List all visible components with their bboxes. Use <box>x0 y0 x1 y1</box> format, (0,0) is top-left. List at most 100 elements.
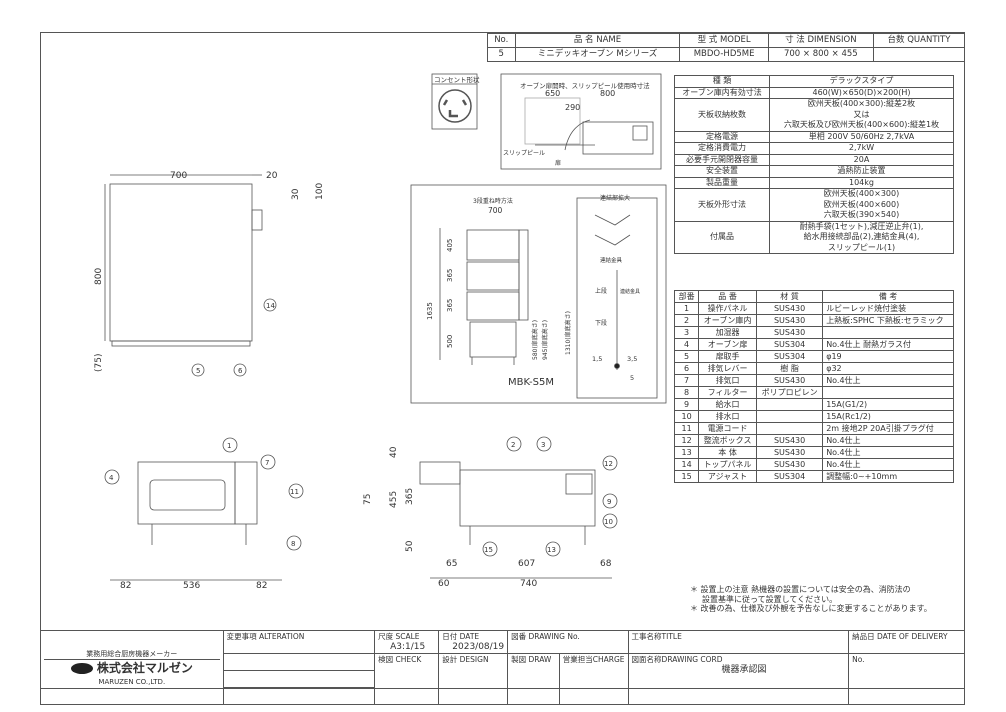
note-2: 改善の為、仕様及び外観を予告なしに変更することがあります。 <box>700 604 932 613</box>
svg-text:1310(扉底高さ): 1310(扉底高さ) <box>564 311 572 355</box>
part-no: 3 <box>673 326 700 339</box>
svg-text:1: 1 <box>227 442 231 450</box>
spec-value-line: 六取天板(390×540) <box>823 210 900 219</box>
title-label: 工事名称TITLE <box>627 630 850 654</box>
svg-text:1,5: 1,5 <box>592 355 602 363</box>
part-material: SUS304 <box>755 470 824 483</box>
no-label: No. <box>848 653 965 705</box>
spec-row: 天板収納枚数欧州天板(400×300):縦差2枚又は六取天板及び欧州天板(400… <box>674 98 954 132</box>
svg-text:6: 6 <box>238 367 243 375</box>
front-view: 82 536 82 1 4 7 11 8 <box>104 437 304 591</box>
svg-text:536: 536 <box>183 581 200 591</box>
stacking-diagram: 3段重ね時方法 700 1635 405 365 365 500 580(扉底高… <box>410 184 667 404</box>
spec-value-line: 2,7kW <box>848 143 875 152</box>
svg-text:10: 10 <box>604 518 613 526</box>
svg-text:連結金具: 連結金具 <box>620 288 640 295</box>
svg-text:68: 68 <box>600 559 612 569</box>
svg-text:7: 7 <box>265 459 269 467</box>
svg-text:82: 82 <box>120 581 131 591</box>
part-remarks: 調整幅:0~+10mm <box>822 470 954 483</box>
svg-text:20: 20 <box>266 171 278 181</box>
spec-value: 欧州天板(400×300)欧州天板(400×600)六取天板(390×540) <box>769 188 954 222</box>
svg-text:3: 3 <box>541 441 545 449</box>
note-1b: 設置基準に従って設置してください。 <box>702 594 838 604</box>
check-label: 検図 CHECK <box>374 653 440 705</box>
svg-text:75: 75 <box>363 494 373 505</box>
svg-text:290: 290 <box>565 103 580 112</box>
outlet-diagram: コンセント形状 <box>431 73 480 130</box>
spec-value: 単相 200V 50/60Hz 2,7kVA <box>769 130 954 143</box>
spec-label: 天板収納枚数 <box>674 98 770 132</box>
slip-peel-diagram: オーブン扉開時、スリップピール使用時寸法 650 800 290 スリップピール… <box>500 73 662 170</box>
svg-text:455: 455 <box>389 491 399 508</box>
svg-text:800: 800 <box>600 89 615 98</box>
spec-value: 耐熱手袋(1セット),減圧逆止弁(1),給水用接続部品(2),連結金具(4),ス… <box>769 220 954 254</box>
svg-text:15: 15 <box>484 546 493 554</box>
header-value <box>872 47 966 62</box>
svg-text:4: 4 <box>109 474 114 482</box>
spec-row: 種 類デラックスタイプ <box>674 75 954 88</box>
spec-value-line: 欧州天板(400×300):縦差2枚 <box>807 99 916 108</box>
spec-value-line: 六取天板及び欧州天板(400×600):縦差1枚 <box>783 120 940 129</box>
svg-text:(75): (75) <box>94 354 104 372</box>
svg-text:2: 2 <box>511 441 515 449</box>
spec-value-line: スリップピール(1) <box>827 242 896 252</box>
spec-value: 過熱防止装置 <box>769 165 954 178</box>
svg-text:下段: 下段 <box>595 319 607 327</box>
alteration-label: 変更事項 ALTERATION <box>222 630 376 654</box>
svg-text:1635: 1635 <box>426 302 434 320</box>
drawing-no: 図番 DRAWING No. <box>507 630 629 654</box>
svg-text:580(扉底高さ): 580(扉底高さ) <box>531 320 539 360</box>
header-value: 5 <box>487 47 516 62</box>
alteration-row <box>222 670 376 688</box>
side-view: 40 365 455 75 50 65 607 68 60 740 2 3 12… <box>363 436 618 589</box>
svg-text:65: 65 <box>446 559 457 569</box>
svg-text:14: 14 <box>266 302 275 310</box>
spec-value-line: 20A <box>853 154 870 164</box>
company-logo: 株式会社マルゼン <box>44 662 220 674</box>
svg-text:3,5: 3,5 <box>627 355 637 363</box>
delivery-label: 納品日 DATE OF DELIVERY <box>848 630 965 654</box>
title-block: 業務用総合厨房機器メーカー 株式会社マルゼン MARUZEN CO.,LTD. … <box>40 630 965 705</box>
spec-label: 付属品 <box>674 220 770 254</box>
charge-label: 営業担当CHARGE <box>558 653 629 705</box>
spec-value-line: 耐熱手袋(1セット),減圧逆止弁(1), <box>799 221 924 231</box>
spec-row: 定格電源単相 200V 50/60Hz 2,7kVA <box>674 130 954 143</box>
spec-value: 欧州天板(400×300):縦差2枚又は六取天板及び欧州天板(400×600):… <box>769 98 954 132</box>
company-block: 業務用総合厨房機器メーカー 株式会社マルゼン MARUZEN CO.,LTD. <box>40 630 224 705</box>
draw-label: 製図 DRAW <box>507 653 560 705</box>
svg-text:上段: 上段 <box>595 287 607 295</box>
spec-value: 2,7kW <box>769 142 954 155</box>
header-value: MBDO-HD5ME <box>679 47 769 62</box>
svg-text:945(扉底高さ): 945(扉底高さ) <box>541 320 549 360</box>
spec-value-line: デラックスタイプ <box>829 76 894 85</box>
svg-text:365: 365 <box>446 269 454 282</box>
spec-value-line: 給水用接続部品(2),連結金具(4), <box>803 232 920 241</box>
spec-value-line: 過熱防止装置 <box>837 166 886 175</box>
header-value: 700 × 800 × 455 <box>767 47 874 62</box>
drawings: コンセント形状 オーブン扉開時、スリップピール使用時寸法 650 800 290… <box>94 73 667 591</box>
svg-text:3段重ね時方法: 3段重ね時方法 <box>473 197 513 205</box>
company-en: MARUZEN CO.,LTD. <box>98 677 166 686</box>
svg-text:5: 5 <box>630 374 634 382</box>
svg-text:82: 82 <box>256 581 267 591</box>
svg-text:12: 12 <box>604 460 613 468</box>
svg-text:11: 11 <box>290 488 299 496</box>
svg-text:オーブン扉開時、スリップピール使用時寸法: オーブン扉開時、スリップピール使用時寸法 <box>520 81 650 90</box>
spec-label: 必要手元開閉器容量 <box>674 153 770 166</box>
spec-value-line: 欧州天板(400×600) <box>823 199 900 209</box>
svg-text:405: 405 <box>446 239 454 252</box>
